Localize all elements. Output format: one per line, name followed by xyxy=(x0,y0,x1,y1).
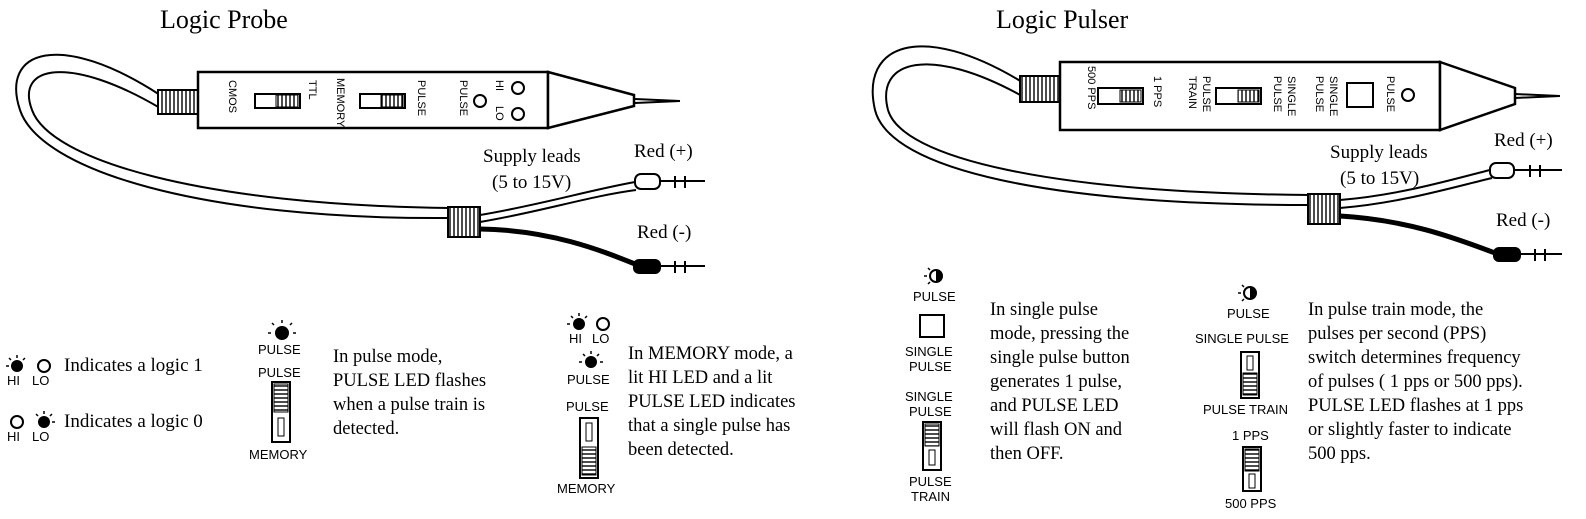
pulser-single-label-a: SINGLE xyxy=(1285,76,1297,117)
memory-mode-text: In MEMORY mode, a lit HI LED and a lit P… xyxy=(628,344,796,460)
pulser-strain-relief xyxy=(1019,75,1061,103)
single-mode-switch-bottom-b: TRAIN xyxy=(911,489,950,504)
pulser-single-label-c: SINGLE xyxy=(1327,76,1339,117)
pulser-red-plus-label: Red (+) xyxy=(1494,130,1553,151)
probe-red-plus-lead xyxy=(479,173,705,223)
memory-mode-switch xyxy=(579,417,599,479)
probe-hi-led xyxy=(511,81,525,95)
single-mode-switch-bottom-a: PULSE xyxy=(909,474,952,489)
pulser-1pps-label: 1 PPS xyxy=(1151,76,1163,108)
pulser-train-label: TRAIN xyxy=(1186,76,1198,109)
train-mode-pps-bottom: 500 PPS xyxy=(1225,496,1277,511)
pulse-mode-switch-top: PULSE xyxy=(258,365,301,380)
memory-mode-lo: LO xyxy=(592,331,610,346)
probe-red-plus-label: Red (+) xyxy=(634,141,693,162)
single-mode-button-label-b: PULSE xyxy=(909,359,952,374)
probe-lo-label: LO xyxy=(493,106,505,121)
train-mode-led-label: PULSE xyxy=(1227,306,1270,321)
legend-logic1-leds xyxy=(6,355,51,373)
train-mode-pps-top: 1 PPS xyxy=(1232,428,1269,443)
legend-logic1-text: Indicates a logic 1 xyxy=(64,355,203,376)
pulser-mode-switch xyxy=(1215,87,1262,105)
train-mode-pps-switch xyxy=(1242,446,1262,492)
probe-supply-junction xyxy=(447,206,481,238)
legend-logic0-leds xyxy=(10,411,55,429)
pulser-cable xyxy=(871,45,1311,206)
memory-mode-hi-lo-leds xyxy=(567,313,610,331)
memory-mode-switch-top: PULSE xyxy=(566,399,609,414)
single-mode-switch-top-b: PULSE xyxy=(909,404,952,419)
single-mode-text: In single pulse mode, pressing the singl… xyxy=(990,300,1130,464)
probe-ttl-label: TTL xyxy=(306,80,318,100)
memory-mode-pulse-led xyxy=(579,351,603,368)
pulser-pulse-label-d: PULSE xyxy=(1313,76,1325,113)
train-mode-text: In pulse train mode, the pulses per seco… xyxy=(1308,300,1524,464)
probe-pulse-led xyxy=(473,94,487,108)
pulser-pulse-led xyxy=(1401,88,1415,102)
pulse-mode-led xyxy=(268,320,296,340)
memory-mode-hi: HI xyxy=(569,331,582,346)
memory-mode-pulse-led-label: PULSE xyxy=(567,372,610,387)
legend1-hi: HI xyxy=(7,373,20,388)
pulser-supply-line1: Supply leads xyxy=(1330,142,1428,163)
pulse-mode-led-label: PULSE xyxy=(258,342,301,357)
pulse-mode-switch xyxy=(271,381,291,443)
pulser-red-plus-lead xyxy=(1339,162,1562,209)
pulser-500pps-label: 500 PPS xyxy=(1085,66,1097,110)
probe-strain-relief xyxy=(157,89,199,115)
probe-cable xyxy=(15,53,451,220)
single-mode-pulse-led xyxy=(924,267,943,285)
probe-hi-label: HI xyxy=(493,80,505,91)
train-mode-switch xyxy=(1240,351,1260,399)
legend0-lo: LO xyxy=(32,429,50,444)
probe-memory-switch xyxy=(359,93,406,109)
single-mode-button-label-a: SINGLE xyxy=(905,344,953,359)
legend1-lo: LO xyxy=(32,373,50,388)
probe-title: Logic Probe xyxy=(160,5,288,34)
pulser-pps-switch xyxy=(1097,87,1144,105)
pulser-supply-junction xyxy=(1307,193,1341,225)
legend0-hi: HI xyxy=(7,429,20,444)
probe-cmos-label: CMOS xyxy=(226,80,238,113)
probe-supply-line2: (5 to 15V) xyxy=(492,172,572,193)
memory-mode-switch-bottom: MEMORY xyxy=(557,481,616,496)
probe-supply-line1: Supply leads xyxy=(483,146,581,167)
probe-pulse-led-label: PULSE xyxy=(457,80,469,117)
train-mode-pulse-led xyxy=(1238,284,1257,302)
pulser-red-minus-label: Red (-) xyxy=(1496,210,1551,231)
pulser-pulse-led-label: PULSE xyxy=(1384,76,1396,113)
probe-lo-led xyxy=(511,107,525,121)
pulse-mode-switch-bottom: MEMORY xyxy=(249,447,308,462)
single-mode-switch xyxy=(922,421,942,471)
pulse-mode-text: In pulse mode, PULSE LED flashes when a … xyxy=(333,347,487,439)
probe-ttl-switch xyxy=(254,93,301,109)
probe-red-minus-lead xyxy=(479,226,705,274)
pulser-supply-line2: (5 to 15V) xyxy=(1340,168,1420,189)
probe-pulse-switch-label: PULSE xyxy=(415,80,427,117)
legend-logic0-text: Indicates a logic 0 xyxy=(64,411,203,432)
pulser-title: Logic Pulser xyxy=(996,5,1129,34)
single-mode-switch-top-a: SINGLE xyxy=(905,389,953,404)
pulser-pulse-label-b: PULSE xyxy=(1271,76,1283,113)
pulser-pulse-label-a: PULSE xyxy=(1200,76,1212,113)
pulser-red-minus-lead xyxy=(1339,213,1562,262)
single-mode-led-label: PULSE xyxy=(913,289,956,304)
train-mode-switch-top: SINGLE PULSE xyxy=(1195,331,1289,346)
train-mode-switch-bottom: PULSE TRAIN xyxy=(1203,402,1289,417)
pulser-single-pulse-button xyxy=(1346,82,1374,108)
probe-red-minus-label: Red (-) xyxy=(637,222,692,243)
single-mode-button xyxy=(919,314,945,338)
probe-memory-label: MEMORY xyxy=(334,78,346,128)
